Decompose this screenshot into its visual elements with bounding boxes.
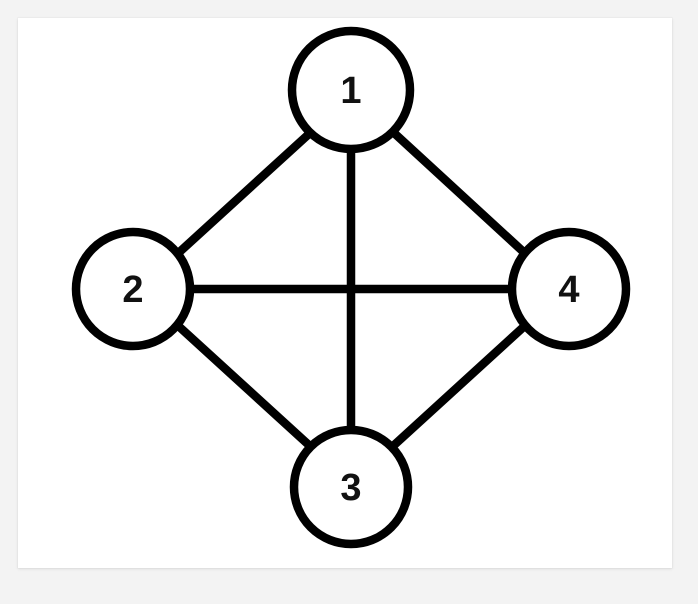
edges-layer: [171, 128, 532, 451]
graph-node-circle-4[interactable]: [507, 227, 631, 351]
graph-node-3[interactable]: 3: [289, 425, 413, 549]
nodes-layer: 1 2 3 4: [71, 26, 631, 549]
graph-node-circle-1[interactable]: [287, 26, 415, 154]
graph-node-4[interactable]: 4: [507, 227, 631, 351]
graph-node-circle-2[interactable]: [71, 227, 195, 351]
graph-node-label-2: 2: [122, 269, 143, 311]
graph-edge-1-4: [390, 128, 532, 261]
graph-edge-2-3: [171, 318, 314, 451]
graph-node-label-1: 1: [340, 70, 361, 112]
graph-node-circle-3[interactable]: [289, 425, 413, 549]
graph-edge-1-2: [171, 129, 313, 261]
graph-node-1[interactable]: 1: [287, 26, 415, 154]
graph-node-label-3: 3: [340, 467, 361, 509]
graph-edge-3-4: [389, 318, 532, 451]
graph-node-label-4: 4: [558, 269, 579, 311]
graph-node-2[interactable]: 2: [71, 227, 195, 351]
